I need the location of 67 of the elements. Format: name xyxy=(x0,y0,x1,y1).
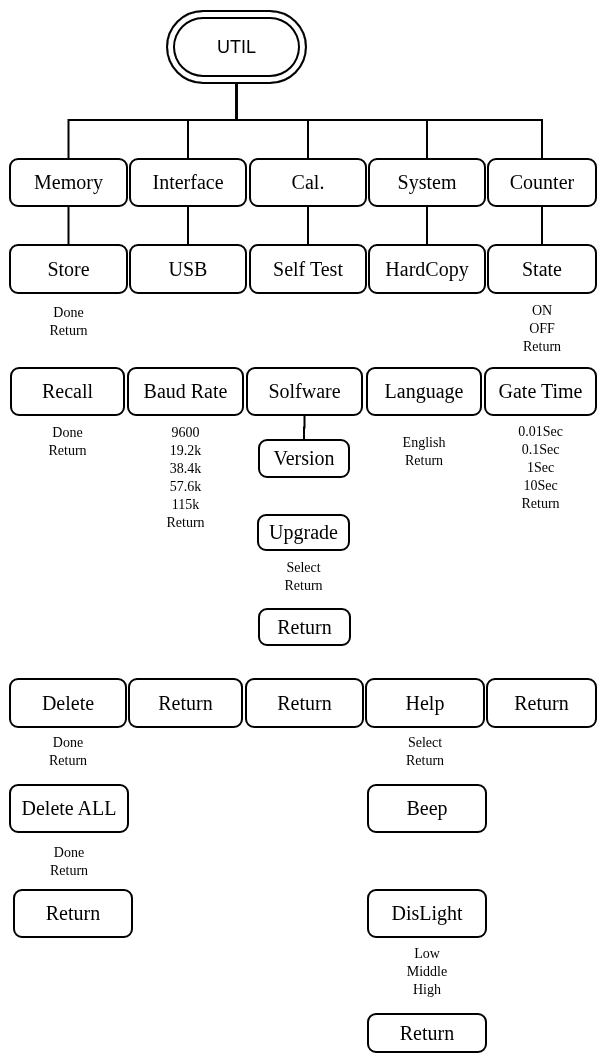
menu-option: Select xyxy=(375,734,475,752)
menu-option: Return xyxy=(374,452,474,470)
connector-line xyxy=(303,415,306,440)
menu-key-box: HardCopy xyxy=(368,244,486,294)
menu-key-box: Store xyxy=(9,244,128,294)
menu-key-box: Memory xyxy=(9,158,128,207)
menu-key-box: Recall xyxy=(10,367,125,416)
menu-option: Return xyxy=(17,442,118,460)
menu-option: OFF xyxy=(492,320,592,338)
menu-option: Done xyxy=(18,304,119,322)
menu-option: 57.6k xyxy=(135,478,236,496)
menu-key-box: Baud Rate xyxy=(127,367,244,416)
menu-option: 1Sec xyxy=(490,459,591,477)
menu-option: Return xyxy=(18,322,119,340)
menu-option: Return xyxy=(492,338,592,356)
menu-key-box: Help xyxy=(365,678,485,728)
menu-option: 0.01Sec xyxy=(490,423,591,441)
menu-key-box: Return xyxy=(367,1013,487,1053)
menu-option: Done xyxy=(19,844,119,862)
connector-line xyxy=(426,206,428,245)
menu-option: Return xyxy=(135,514,236,532)
menu-key-box: Self Test xyxy=(249,244,367,294)
menu-key-box: Version xyxy=(258,439,350,478)
menu-key-box: DisLight xyxy=(367,889,487,938)
menu-key-box: System xyxy=(368,158,486,207)
menu-option: Return xyxy=(253,577,354,595)
menu-option: Done xyxy=(17,424,118,442)
connector-line xyxy=(307,206,309,245)
menu-key-box: Counter xyxy=(487,158,597,207)
connector-line xyxy=(541,206,543,245)
menu-option: 115k xyxy=(135,496,236,514)
menu-option: Return xyxy=(375,752,475,770)
menu-key-box: Upgrade xyxy=(257,514,350,551)
menu-option: Low xyxy=(377,945,477,963)
menu-key-box: Language xyxy=(366,367,482,416)
menu-option: Done xyxy=(18,734,118,752)
connector-line xyxy=(67,206,70,245)
menu-option: Return xyxy=(19,862,119,880)
menu-option: Return xyxy=(490,495,591,513)
connector-line xyxy=(235,83,543,159)
menu-key-box: Delete xyxy=(9,678,127,728)
menu-key-box: Return xyxy=(13,889,133,938)
menu-option: High xyxy=(377,981,477,999)
menu-option: Return xyxy=(18,752,118,770)
menu-key-box: USB xyxy=(129,244,247,294)
menu-key-box: Beep xyxy=(367,784,487,833)
menu-option: 10Sec xyxy=(490,477,591,495)
menu-key-box: Return xyxy=(486,678,597,728)
menu-root-pill: UTIL xyxy=(166,10,307,84)
menu-key-box: Cal. xyxy=(249,158,367,207)
menu-option: 38.4k xyxy=(135,460,236,478)
menu-option: English xyxy=(374,434,474,452)
menu-option: ON xyxy=(492,302,592,320)
menu-key-box: Gate Time xyxy=(484,367,597,416)
menu-key-box: Return xyxy=(258,608,351,646)
menu-key-box: Return xyxy=(128,678,243,728)
menu-option: 0.1Sec xyxy=(490,441,591,459)
menu-option: Middle xyxy=(377,963,477,981)
menu-key-box: Interface xyxy=(129,158,247,207)
menu-option: 19.2k xyxy=(135,442,236,460)
menu-option: 9600 xyxy=(135,424,236,442)
menu-key-box: Solfware xyxy=(246,367,363,416)
menu-key-box: State xyxy=(487,244,597,294)
menu-option: Select xyxy=(253,559,354,577)
menu-key-box: Return xyxy=(245,678,364,728)
menu-key-box: Delete ALL xyxy=(9,784,129,833)
connector-line xyxy=(187,206,189,245)
